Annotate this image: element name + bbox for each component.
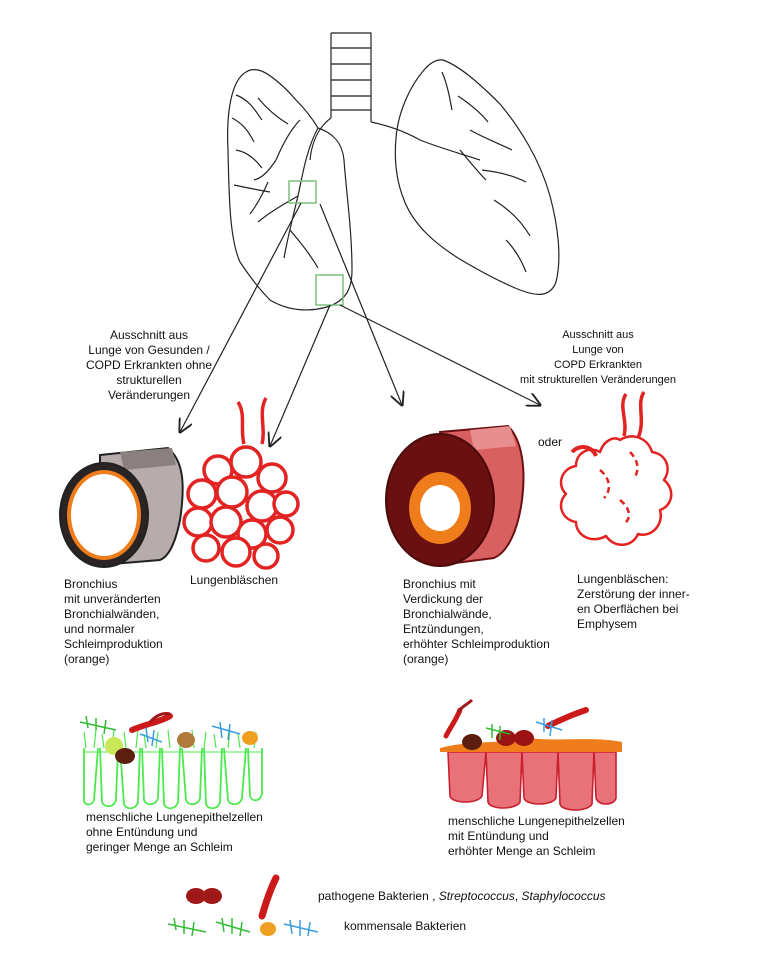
legend-commensal-icons [167, 917, 319, 937]
legend-species-separator: , [514, 889, 522, 903]
legend-species-staphylococcus: Staphylococcus [521, 889, 606, 903]
healthy-epithelium-label: menschliche Lungenepithelzellen ohne Ent… [86, 810, 263, 854]
zoom-box-bronchus [288, 180, 317, 204]
healthy-epithelium-illustration [79, 712, 263, 810]
legend-pathogenic-prefix: pathogene Bakterien , [318, 889, 439, 903]
legend-pathogenic-label: pathogene Bakterien , Streptococcus, Sta… [318, 889, 648, 904]
copd-bronchus-label: Bronchius mit Verdickung der Bronchialwä… [403, 577, 550, 666]
healthy-cutout-label: Ausschnitt aus Lunge von Gesunden / COPD… [85, 328, 213, 402]
copd-cutout-label: Ausschnitt aus Lunge von COPD Erkrankten… [520, 329, 676, 386]
copd-alveoli-label: Lungenbläschen: Zerstörung der inner- en… [577, 572, 690, 631]
copd-alveoli-illustration [559, 391, 673, 546]
trachea [330, 32, 372, 122]
legend-species-streptococcus: Streptococcus [438, 889, 515, 903]
lung-left [394, 59, 560, 295]
lung-right [227, 69, 353, 311]
or-label: oder [538, 435, 563, 449]
legend-pathogenic-icons [186, 874, 280, 920]
zoom-arrows [180, 202, 540, 446]
healthy-alveoli-illustration [182, 397, 300, 570]
copd-epithelium-label: menschliche Lungenepithelzellen mit Entü… [448, 814, 625, 858]
copd-epithelium-illustration [440, 698, 622, 811]
healthy-bronchus-illustration [59, 446, 184, 568]
lungs-outline [227, 32, 560, 311]
healthy-bronchus-label: Bronchius mit unveränderten Bronchialwän… [64, 577, 163, 666]
legend-commensal-label: kommensale Bakterien [344, 919, 467, 933]
copd-bronchus-illustration [385, 424, 525, 567]
healthy-alveoli-label: Lungenbläschen [190, 573, 279, 587]
